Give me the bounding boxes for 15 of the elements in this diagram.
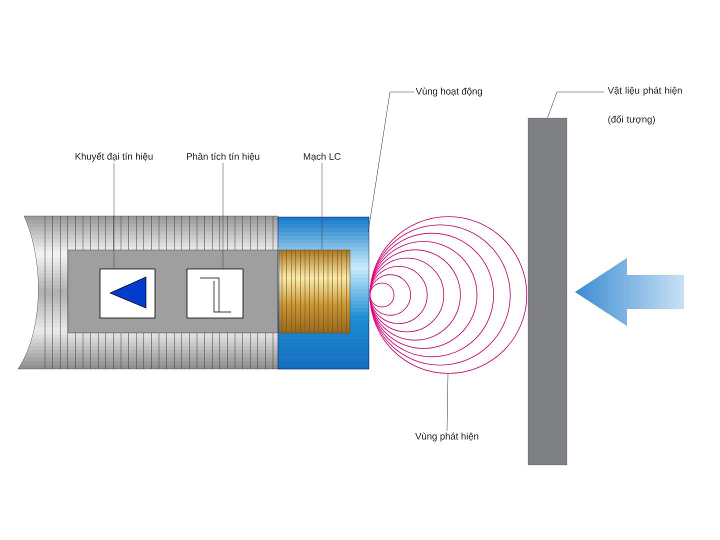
signal-analyzer-box <box>186 268 244 318</box>
leader-line <box>368 92 414 232</box>
label: Vùng hoạt động <box>416 88 482 96</box>
label: Mạch LC <box>304 152 341 162</box>
field-lines-drawing <box>370 216 528 374</box>
amplifier-box <box>100 268 156 318</box>
label: Vùng phát hiện <box>415 432 478 442</box>
label: Vật liệu phát hiện (đối tượng) <box>608 86 682 125</box>
label: Khuyết đại tín hiệu <box>76 152 153 162</box>
label: Phân tích tín hiệu <box>186 152 260 162</box>
target-bar <box>528 118 568 466</box>
leader-line <box>547 92 604 118</box>
leader-line <box>446 372 448 432</box>
leader-line <box>222 162 224 269</box>
coil-drawing <box>278 250 350 334</box>
